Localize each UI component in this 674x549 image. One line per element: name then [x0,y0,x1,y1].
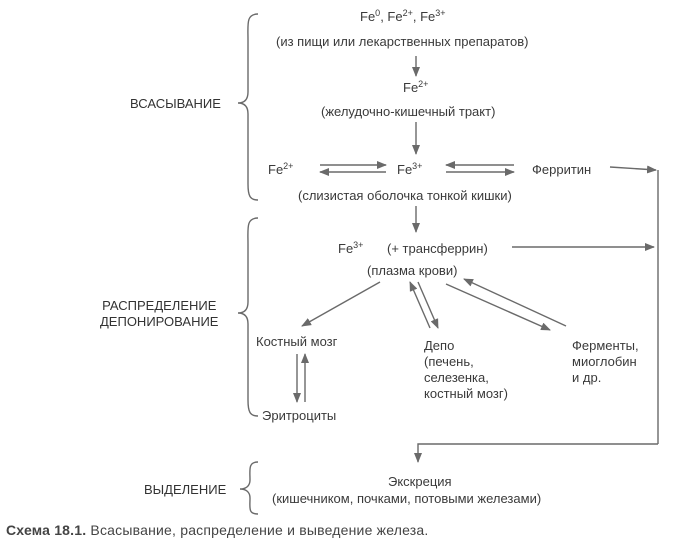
erythrocytes-label: Эритроциты [262,408,337,423]
plasma-note: (плазма крови) [367,263,458,278]
section-distribution-line2: ДЕПОНИРОВАНИЕ [100,314,219,329]
mucosa-note: (слизистая оболочка тонкой кишки) [298,188,512,203]
fe3: Fe3+ [420,8,446,25]
caption-label: Схема 18.1. [6,522,87,538]
enzymes-line-2: миоглобин [572,354,637,369]
depot-line-4: костный мозг) [424,386,508,401]
fe2-gut-label: Fe2+ [403,79,429,96]
depot-line-1: Депо [424,338,455,353]
depot-line-2: (печень, [424,354,474,369]
section-absorption: ВСАСЫВАНИЕ [130,96,221,111]
depot-label: Депо (печень, селезенка, костный мозг) [424,338,508,402]
fe-sources-label: Fe0, Fe2+, Fe3+ [360,8,446,25]
depot-line-3: селезенка, [424,370,489,385]
section-excretion: ВЫДЕЛЕНИЕ [144,482,227,497]
plasma-fe3-label: Fe3+ [338,240,364,257]
enzymes-label: Ферменты, миоглобин и др. [572,338,639,386]
excretion-title: Экскреция [388,474,452,489]
ferritin-label: Ферритин [532,162,592,177]
arrow-plasma-to-enzymes [445,283,551,331]
arrow-ferritin-to-right-line [609,165,657,174]
section-distribution-line1: РАСПРЕДЕЛЕНИЕ [102,298,217,313]
mucosa-fe3-label: Fe3+ [397,161,423,178]
arrow-right-line-to-excretion [414,443,658,463]
enzymes-line-3: и др. [572,370,602,385]
bone-marrow-label: Костный мозг [256,334,338,349]
figure-caption: Схема 18.1. Всасывание, распределение и … [6,522,428,538]
plasma-transferrin: (+ трансферрин) [387,241,488,256]
section-distribution: РАСПРЕДЕЛЕНИЕ ДЕПОНИРОВАНИЕ [100,298,218,330]
arrow-enzymes-to-plasma [463,278,567,327]
brace-excretion [239,461,259,515]
excretion-note: (кишечником, почками, потовыми железами) [272,491,542,506]
mucosa-fe2-label: Fe2+ [268,161,294,178]
brace-absorption [237,13,259,201]
arrow-depot-to-plasma [409,281,431,329]
enzymes-line-1: Ферменты, [572,338,639,353]
fe0: Fe0 [360,8,381,25]
fe2-gut-note: (желудочно-кишечный тракт) [321,104,496,119]
arrow-plasma-to-bone-marrow [301,281,381,327]
caption-text: Всасывание, распределение и выведение же… [86,522,429,538]
brace-distribution [237,217,259,417]
fe2: Fe2+ [387,8,413,25]
fe-sources-note: (из пищи или лекарственных препаратов) [276,34,529,49]
arrow-plasma-to-depot [417,281,439,329]
